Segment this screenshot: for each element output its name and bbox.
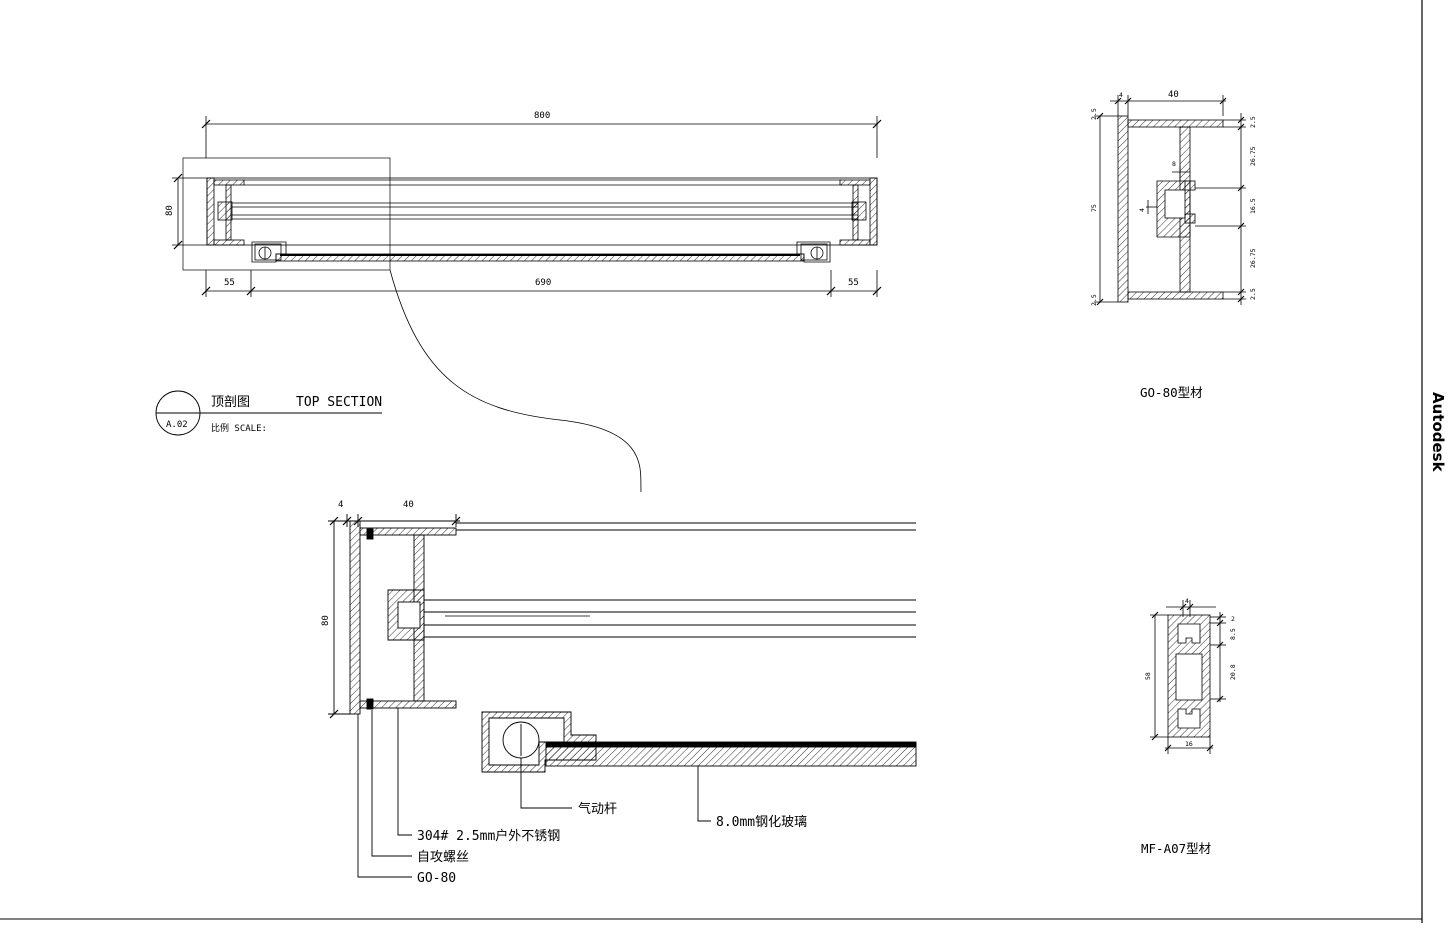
detail-dim-depth: 40 bbox=[403, 500, 414, 510]
dim-right: 55 bbox=[848, 278, 859, 288]
mfa07-caption: MF-A07型材 bbox=[1141, 841, 1211, 856]
dim-height: 80 bbox=[165, 205, 175, 216]
section-title-block bbox=[155, 390, 382, 436]
section-title-cn: 顶剖图 bbox=[211, 395, 250, 410]
go80-dim-seg-top: 26.75 bbox=[1249, 146, 1257, 166]
mfa07-dim-width: 16 bbox=[1185, 740, 1193, 748]
mfa07-profile bbox=[1150, 600, 1226, 754]
detail-dim-wall: 4 bbox=[338, 500, 343, 510]
go80-dim-flange-top: 2.5 bbox=[1090, 108, 1098, 120]
dim-overall: 800 bbox=[534, 111, 550, 121]
dim-inner: 690 bbox=[535, 278, 551, 288]
go80-dim-flange-top-r: 2.5 bbox=[1249, 116, 1257, 128]
mfa07-dim-height: 58 bbox=[1144, 672, 1152, 680]
go80-dim-slot: 8 bbox=[1172, 160, 1176, 168]
go80-dim-lip: 4 bbox=[1138, 208, 1146, 212]
section-scale: 比例 SCALE: bbox=[211, 422, 267, 434]
mfa07-dim-top: 2 bbox=[1231, 615, 1235, 623]
sheet-frame bbox=[0, 0, 1423, 923]
callout-screw: 自攻螺丝 bbox=[417, 850, 469, 865]
section-title-en: TOP SECTION bbox=[296, 395, 382, 410]
section-badge: A.02 bbox=[166, 420, 188, 430]
go80-dim-depth: 40 bbox=[1168, 90, 1179, 100]
callout-steel: 304# 2.5mm户外不锈钢 bbox=[417, 828, 560, 844]
mfa07-dim-seg2: 20.8 bbox=[1229, 664, 1237, 680]
dim-left: 55 bbox=[224, 278, 235, 288]
detail-dim-height: 80 bbox=[321, 615, 331, 626]
go80-dim-wall: 4 bbox=[1119, 91, 1123, 99]
callout-gas-strut: 气动杆 bbox=[578, 801, 617, 817]
top-section-drawing bbox=[172, 116, 882, 493]
go80-dim-seg-bottom: 26.75 bbox=[1249, 248, 1257, 268]
callout-glass: 8.0mm钢化玻璃 bbox=[716, 815, 807, 830]
mfa07-dim-wall: 4 bbox=[1185, 597, 1189, 605]
go80-dim-flange-bottom-l: 2.5 bbox=[1090, 294, 1098, 306]
callout-profile: GO-80 bbox=[417, 871, 456, 886]
go80-dim-height: 75 bbox=[1090, 204, 1098, 212]
detail-drawing bbox=[328, 514, 917, 878]
go80-profile bbox=[1094, 95, 1246, 306]
go80-dim-seg-mid: 16.5 bbox=[1249, 198, 1257, 214]
go80-dim-flange-bottom: 2.5 bbox=[1249, 288, 1257, 300]
mfa07-dim-seg1: 8.5 bbox=[1229, 628, 1237, 640]
brand-label: Autodesk bbox=[1429, 392, 1447, 473]
go80-caption: GO-80型材 bbox=[1140, 385, 1203, 400]
